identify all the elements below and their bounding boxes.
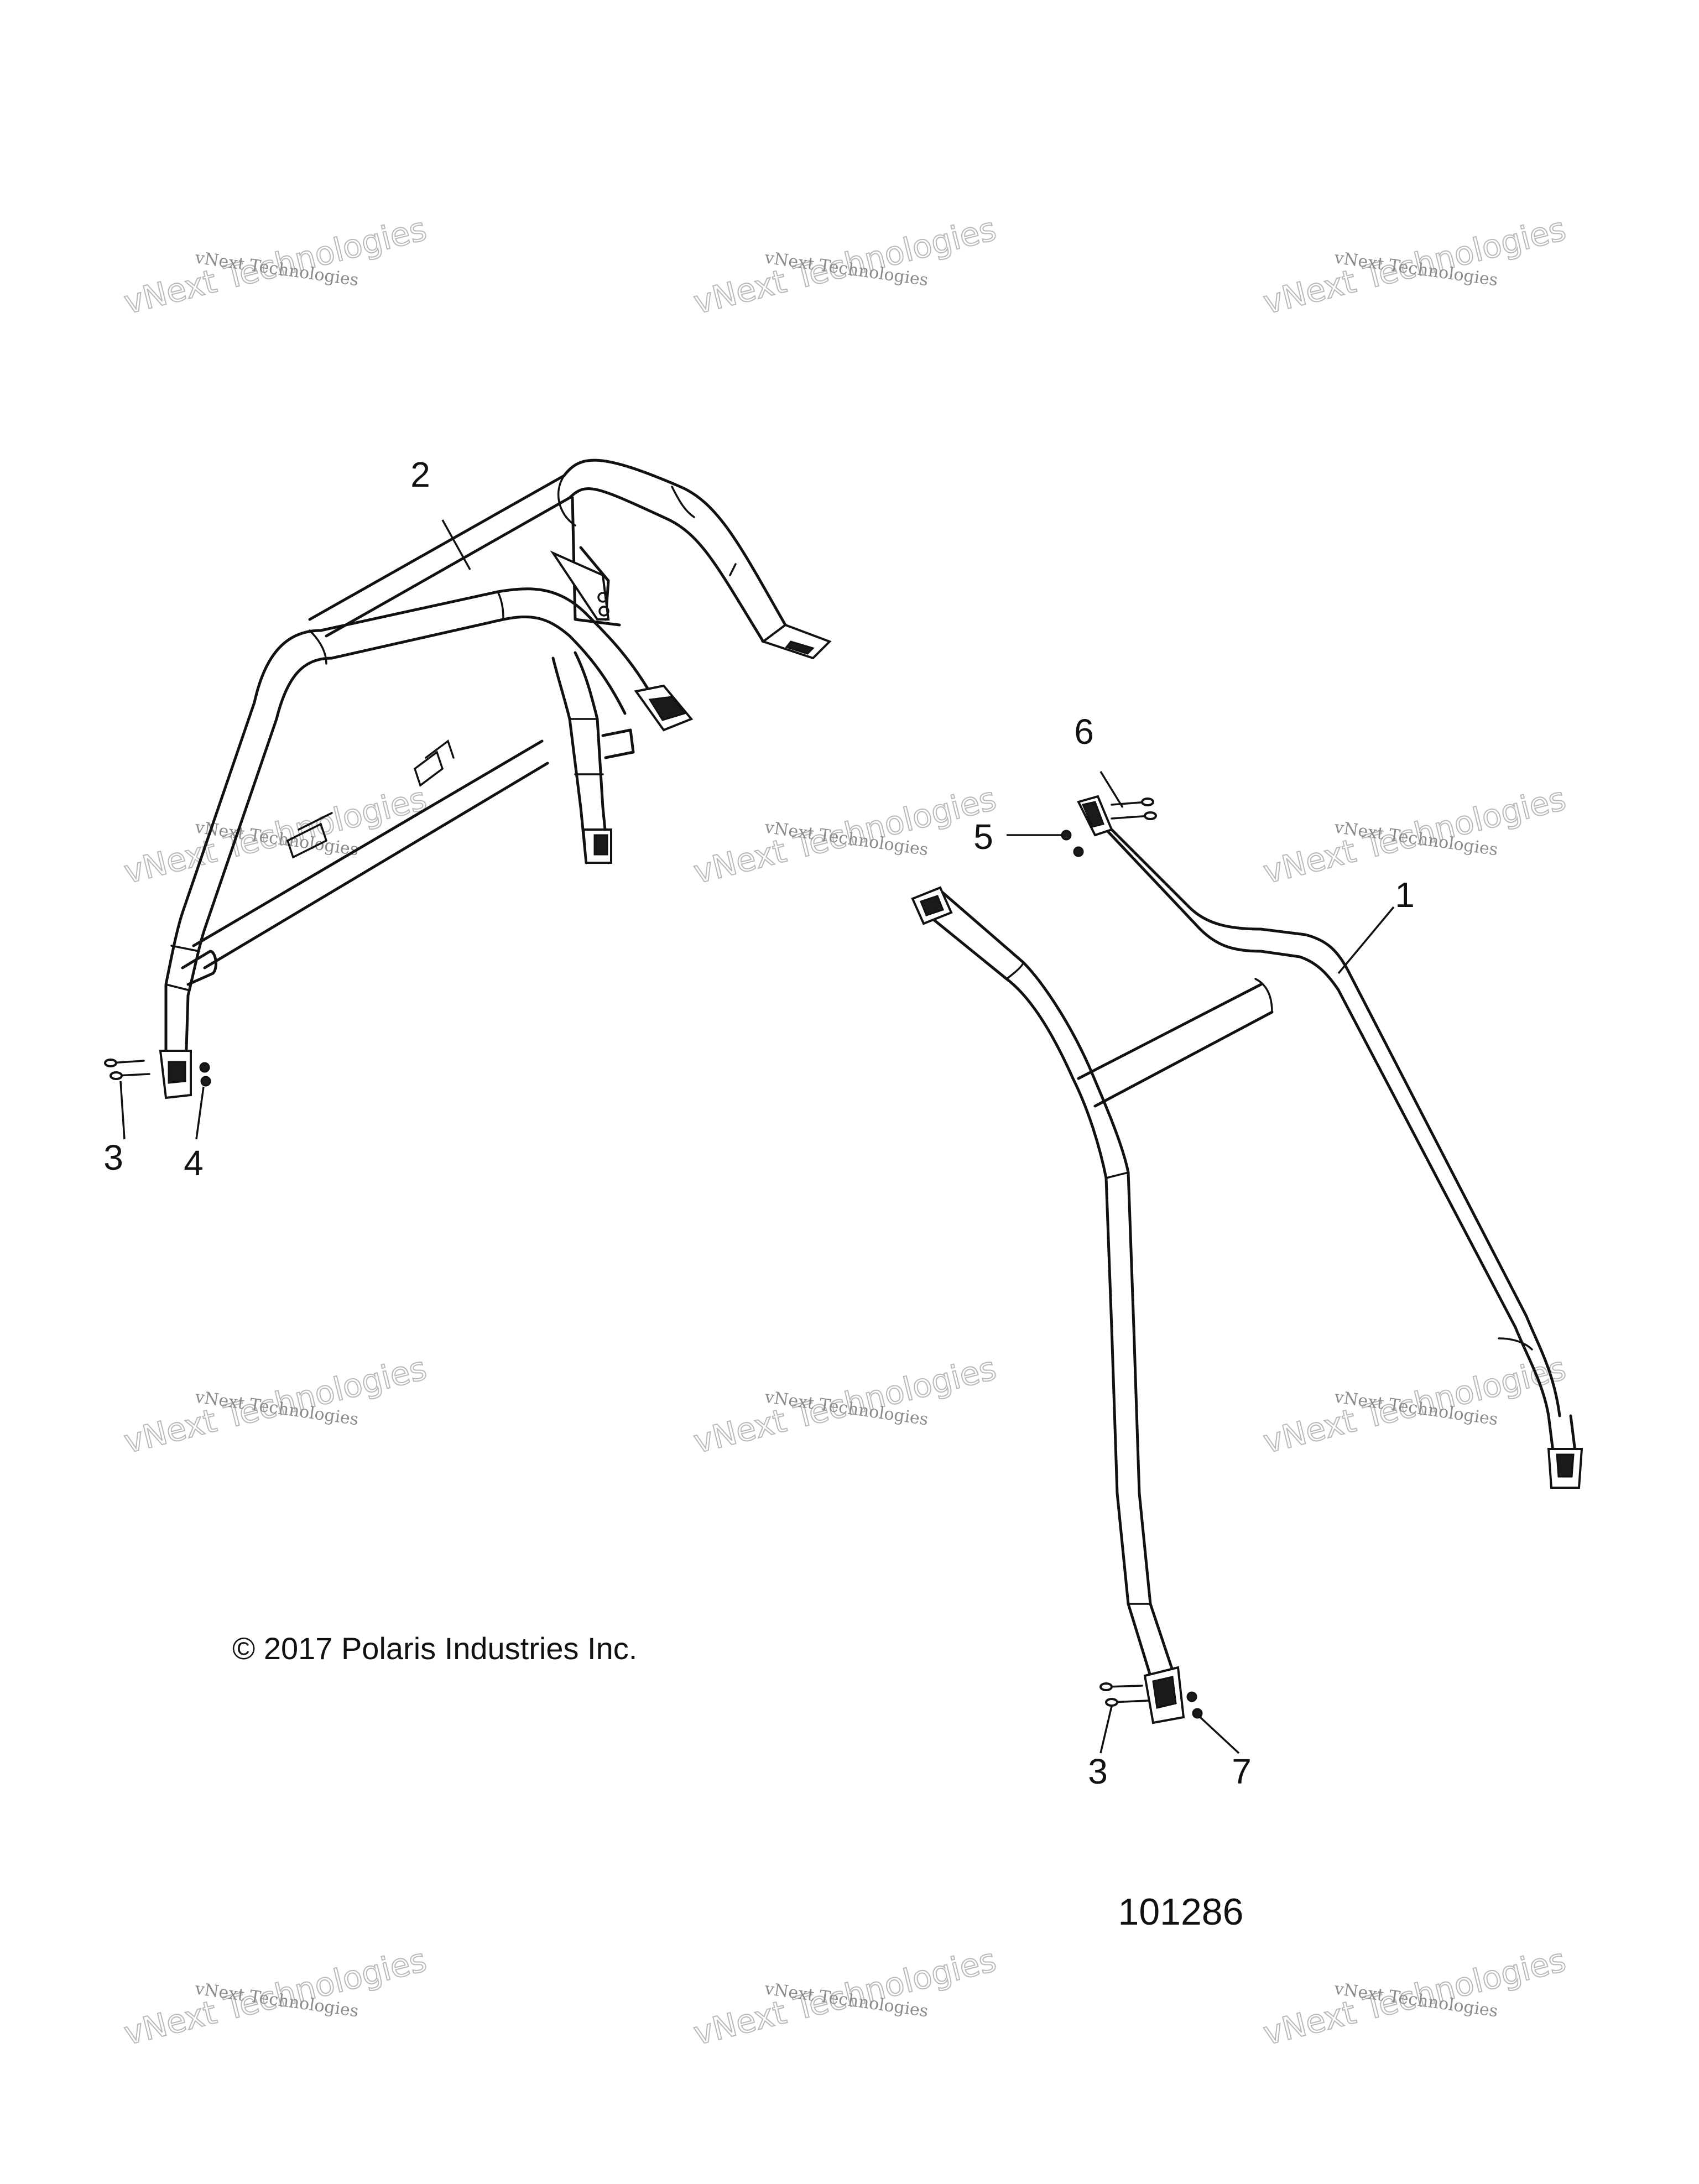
watermark: vNext Technologies vNext Technologies [1259, 1941, 1570, 2053]
rear-cage-part [911, 795, 1583, 1724]
nut-icon [200, 1076, 211, 1087]
watermark: vNext Technologies vNext Technologies [119, 1941, 430, 2053]
watermark: vNext Technologies vNext Technologies [689, 779, 1000, 892]
callout-label: 7 [1232, 1752, 1252, 1791]
callouts: 1 2 3 3 4 5 6 7 [103, 455, 1415, 1791]
nut-icon [1073, 846, 1084, 857]
figure-number: 101286 [1118, 1891, 1244, 1933]
nut-icon [1186, 1691, 1197, 1702]
leader-lines [119, 519, 1395, 1754]
watermark: vNext Technologies vNext Technologies [1259, 210, 1570, 322]
nut-icon [199, 1062, 210, 1073]
watermark: vNext Technologies vNext Technologies [689, 210, 1000, 322]
copyright-notice: © 2017 Polaris Industries Inc. [232, 1631, 637, 1666]
callout-label: 3 [1088, 1752, 1108, 1791]
watermark: vNext Technologies vNext Technologies [119, 210, 430, 322]
watermark: vNext Technologies vNext Technologies [689, 1941, 1000, 2053]
hardware [104, 798, 1203, 1719]
watermark: vNext Technologies vNext Technologies [119, 1349, 430, 1462]
callout-label: 6 [1074, 712, 1094, 752]
callout-label: 5 [973, 817, 993, 857]
front-cage-part [159, 458, 832, 1099]
nut-icon [1192, 1708, 1203, 1719]
callout-label: 3 [103, 1138, 123, 1177]
callout-label: 4 [184, 1143, 204, 1183]
callout-label: 1 [1395, 875, 1415, 915]
callout-label: 2 [410, 455, 430, 494]
watermark: vNext Technologies vNext Technologies [1259, 1349, 1570, 1462]
watermark: vNext Technologies vNext Technologies [689, 1349, 1000, 1462]
watermark: vNext Technologies vNext Technologies [1259, 779, 1570, 892]
nut-icon [1061, 830, 1072, 841]
watermark-grid: vNext Technologies vNext Technologies vN… [119, 210, 1570, 2053]
